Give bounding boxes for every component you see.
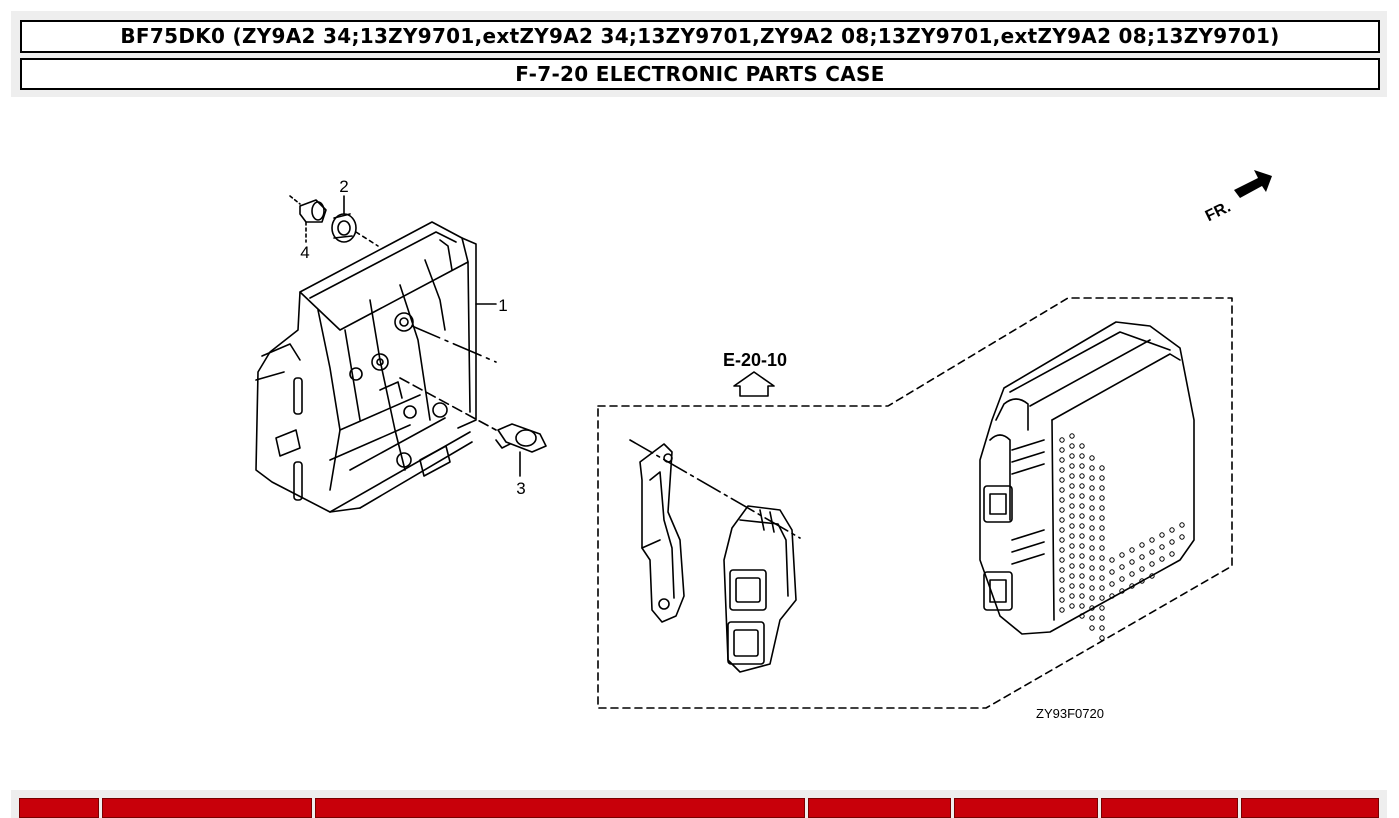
section-title: F-7-20 ELECTRONIC PARTS CASE: [20, 58, 1380, 90]
front-label: FR.: [1203, 199, 1234, 226]
table-header-cell: [954, 798, 1098, 818]
header-band: BF75DK0 (ZY9A2 34;13ZY9701,extZY9A2 34;1…: [11, 11, 1387, 97]
connector-module: [723, 505, 797, 673]
electronic-case-cover: [979, 321, 1195, 635]
parts-table-header: [11, 790, 1387, 818]
grommet-part: [331, 213, 379, 247]
collar-part: [289, 195, 327, 223]
table-header-cell: [19, 798, 99, 818]
table-header-cell: [808, 798, 951, 818]
model-title: BF75DK0 (ZY9A2 34;13ZY9701,extZY9A2 34;1…: [20, 20, 1380, 53]
callout-4: 4: [300, 243, 309, 262]
vent-holes: [1059, 433, 1185, 641]
table-header-cell: [315, 798, 805, 818]
parts-case-bracket: [255, 221, 477, 513]
clip-part: [399, 377, 547, 453]
callout-2: 2: [339, 177, 348, 196]
parts-diagram: 2 4 1 3 E-20-10 FR. ZY93F0720: [255, 170, 1272, 721]
assembly-boundary: [597, 297, 1233, 709]
callout-3: 3: [516, 479, 525, 498]
table-header-cell: [102, 798, 312, 818]
figure-code: ZY93F0720: [1036, 706, 1104, 721]
reference-arrow: [733, 371, 775, 397]
front-direction-arrow: [1234, 170, 1272, 198]
reference-label: E-20-10: [723, 350, 787, 370]
table-header-cell: [1241, 798, 1379, 818]
table-header-cell: [1101, 798, 1238, 818]
callout-1: 1: [498, 296, 507, 315]
mounting-plate: [639, 443, 685, 623]
